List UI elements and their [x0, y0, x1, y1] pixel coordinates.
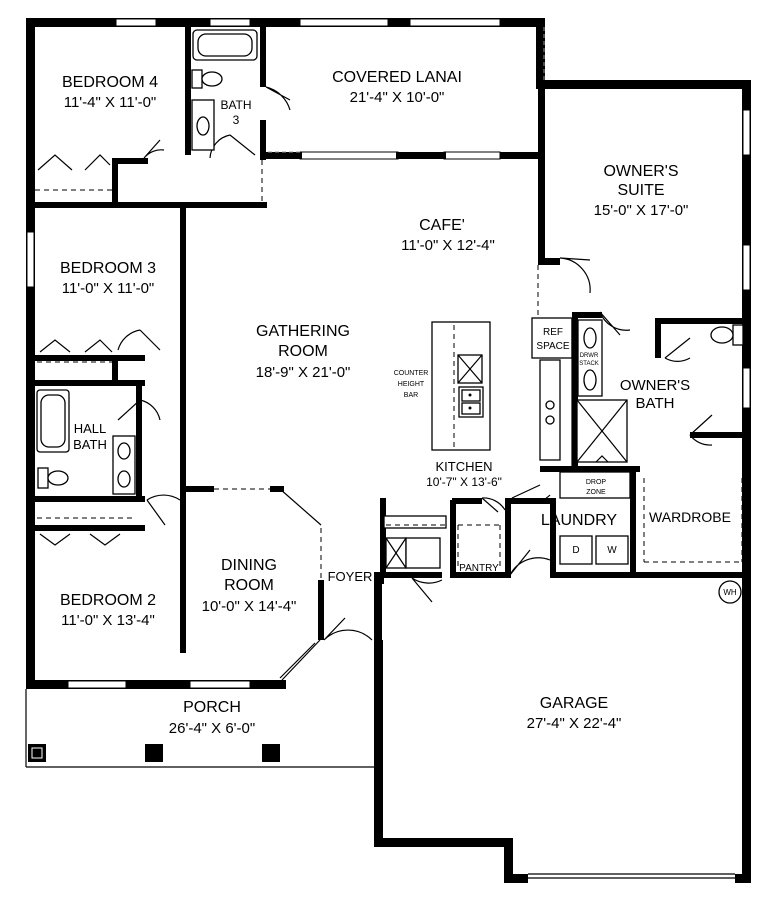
counter-label3: BAR	[404, 392, 418, 399]
porch-outline	[25, 689, 376, 768]
interior-walls	[35, 27, 750, 653]
drwr-label2: STACK	[579, 361, 599, 367]
ref-label2: SPACE	[536, 341, 569, 352]
windows	[26, 18, 751, 689]
laundry-dryer: D	[572, 545, 579, 556]
garage-name: GARAGE	[540, 695, 608, 712]
room-labels: BEDROOM 4 11'-4" X 11'-0" BATH 3 COVERED…	[60, 69, 737, 737]
owners-bath-name2: BATH	[636, 395, 675, 412]
dining-bay	[214, 488, 322, 681]
pantry-name: PANTRY	[459, 563, 499, 574]
laundry-name: LAUNDRY	[541, 512, 618, 529]
kitchen-name: KITCHEN	[435, 459, 492, 474]
cafe-dim: 11'-0" X 12'-4"	[401, 237, 495, 254]
ref-label1: REF	[543, 327, 563, 338]
doors	[37, 86, 713, 641]
bedroom2-name: BEDROOM 2	[60, 592, 156, 609]
drwr-label1: DRWR	[580, 353, 599, 359]
wardrobe-name: WARDROBE	[649, 509, 731, 525]
bath3-name: BATH	[220, 98, 251, 112]
gathering-dim: 18'-9" X 21'-0"	[256, 364, 351, 381]
gathering-name2: ROOM	[278, 343, 328, 360]
bedroom4-dim: 11'-4" X 11'-0"	[64, 94, 157, 111]
lanai-name: COVERED LANAI	[332, 69, 462, 86]
dining-dim: 10'-0" X 14'-4"	[202, 598, 297, 615]
cafe-name: CAFE'	[419, 217, 465, 234]
drop-zone-label1: DROP	[586, 479, 607, 486]
porch-dim: 26'-4" X 6'-0"	[169, 720, 255, 737]
garage-dim: 27'-4" X 22'-4"	[527, 715, 622, 732]
porch-name: PORCH	[183, 699, 241, 716]
fixtures	[36, 29, 744, 604]
gathering-name1: GATHERING	[256, 323, 350, 340]
drop-zone-label2: ZONE	[586, 489, 606, 496]
owners-suite-dim: 15'-0" X 17'-0"	[594, 202, 689, 219]
hall-bath-name2: BATH	[73, 437, 107, 452]
bath3-num: 3	[233, 113, 240, 127]
dining-name2: ROOM	[224, 577, 274, 594]
garage-door	[528, 873, 735, 879]
owners-suite-name1: OWNER'S	[603, 163, 678, 180]
bedroom4-name: BEDROOM 4	[62, 74, 158, 91]
owners-bath-name1: OWNER'S	[620, 377, 690, 394]
dashed-openings	[35, 27, 743, 563]
counter-label1: COUNTER	[394, 370, 429, 377]
bedroom3-dim: 11'-0" X 11'-0"	[62, 280, 155, 297]
laundry-washer: W	[607, 545, 617, 556]
counter-label2: HEIGHT	[398, 381, 425, 388]
bedroom2-dim: 11'-0" X 13'-4"	[61, 612, 155, 629]
wh-name: WH	[723, 588, 737, 597]
bedroom3-name: BEDROOM 3	[60, 260, 156, 277]
lanai-dim: 21'-4" X 10'-0"	[350, 89, 445, 106]
hall-bath-name1: HALL	[74, 421, 107, 436]
kitchen-dim: 10'-7" X 13'-6"	[426, 475, 502, 489]
owners-suite-name2: SUITE	[617, 182, 664, 199]
foyer-name: FOYER	[328, 569, 373, 584]
dining-name1: DINING	[221, 557, 277, 574]
